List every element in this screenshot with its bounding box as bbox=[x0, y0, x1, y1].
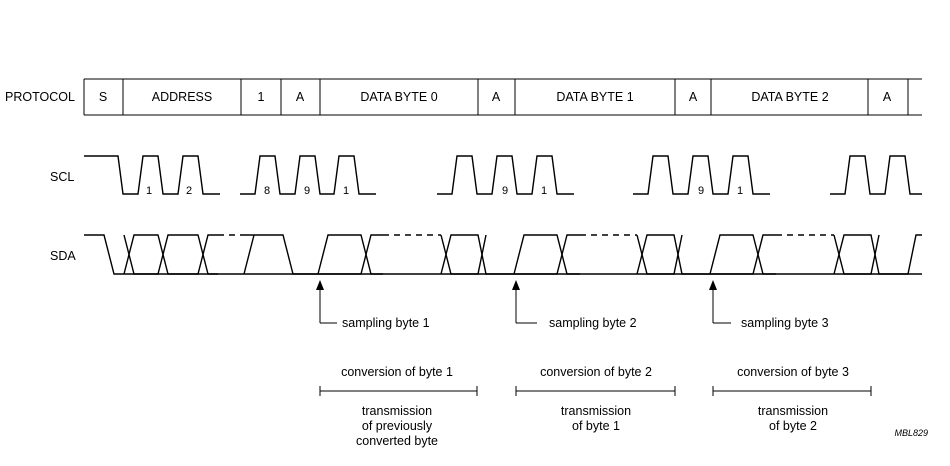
protocol-frame bbox=[83, 78, 922, 116]
sampling-label: sampling byte 2 bbox=[549, 316, 637, 330]
transmission-label-line: of byte 1 bbox=[572, 419, 620, 433]
sampling-arrow-3 bbox=[709, 280, 731, 324]
transmission-label-line: transmission bbox=[561, 404, 631, 418]
scl-pulse-number: 1 bbox=[146, 185, 152, 197]
scl-pulse-number: 9 bbox=[304, 185, 310, 197]
transmission-label-line: converted byte bbox=[356, 434, 438, 448]
protocol-field: A bbox=[689, 90, 698, 104]
protocol-field-labels: S ADDRESS 1 A DATA BYTE 0 A DATA BYTE 1 … bbox=[99, 90, 892, 104]
protocol-field: A bbox=[492, 90, 501, 104]
sda-row-label: SDA bbox=[50, 249, 76, 263]
sampling-label: sampling byte 3 bbox=[741, 316, 829, 330]
protocol-field: ADDRESS bbox=[152, 90, 212, 104]
protocol-field: S bbox=[99, 90, 107, 104]
sampling-arrow-2 bbox=[512, 280, 537, 324]
scl-pulse-number: 2 bbox=[186, 185, 192, 197]
protocol-row-label: PROTOCOL bbox=[5, 90, 75, 104]
scl-pulse-number: 9 bbox=[502, 185, 508, 197]
interval-brackets bbox=[319, 386, 872, 396]
transmission-label-line: transmission bbox=[758, 404, 828, 418]
protocol-field: DATA BYTE 1 bbox=[556, 90, 633, 104]
protocol-field: A bbox=[883, 90, 892, 104]
protocol-field: 1 bbox=[258, 90, 265, 104]
transmission-label-line: transmission bbox=[362, 404, 432, 418]
conversion-labels: conversion of byte 1 conversion of byte … bbox=[341, 365, 849, 379]
scl-waveform bbox=[84, 155, 922, 195]
conversion-label: conversion of byte 3 bbox=[737, 365, 849, 379]
sampling-label: sampling byte 1 bbox=[342, 316, 430, 330]
sampling-markers: sampling byte 1 sampling byte 2 sampling… bbox=[316, 280, 829, 330]
protocol-field: A bbox=[296, 90, 305, 104]
scl-pulse-number: 8 bbox=[264, 185, 270, 197]
conversion-label: conversion of byte 1 bbox=[341, 365, 453, 379]
scl-pulse-number: 1 bbox=[343, 185, 349, 197]
conversion-label: conversion of byte 2 bbox=[540, 365, 652, 379]
sampling-arrow-1 bbox=[316, 280, 337, 324]
transmission-label-line: of byte 2 bbox=[769, 419, 817, 433]
scl-pulse-number: 1 bbox=[737, 185, 743, 197]
scl-pulse-number: 9 bbox=[698, 185, 704, 197]
figure-reference: MBL829 bbox=[894, 428, 928, 438]
transmission-label-line: of previously bbox=[362, 419, 433, 433]
protocol-field: DATA BYTE 0 bbox=[360, 90, 437, 104]
scl-pulse-number: 1 bbox=[541, 185, 547, 197]
sda-waveform bbox=[84, 234, 922, 275]
transmission-labels: transmission of previously converted byt… bbox=[356, 404, 828, 448]
scl-pulse-numbers: 1 2 8 9 1 9 1 9 1 bbox=[146, 185, 743, 197]
scl-row-label: SCL bbox=[50, 170, 74, 184]
protocol-field: DATA BYTE 2 bbox=[751, 90, 828, 104]
